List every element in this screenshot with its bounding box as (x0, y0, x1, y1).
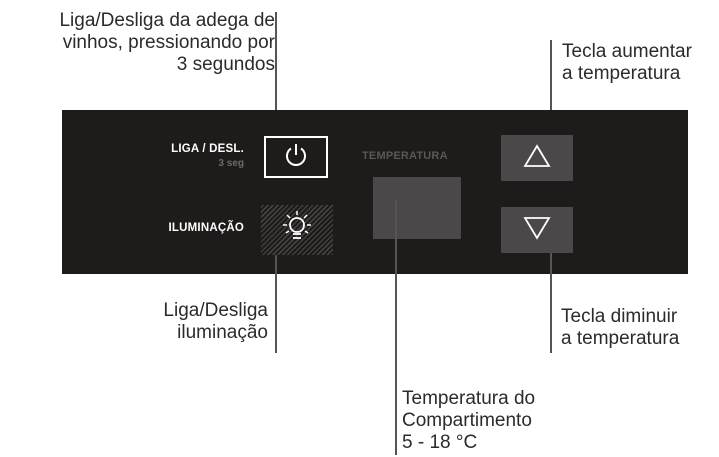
temperature-up-button[interactable] (501, 135, 573, 181)
light-leader-line (275, 255, 277, 353)
temperature-display (373, 177, 461, 239)
power-icon (281, 140, 311, 175)
light-callout-line1: Liga/Desliga (163, 300, 268, 321)
light-callout-line2: iluminação (177, 322, 268, 343)
triangle-up-icon (523, 143, 551, 173)
power-label: LIGA / DESL. (171, 143, 244, 155)
power-sublabel: 3 seg (218, 158, 244, 169)
light-button[interactable] (261, 205, 333, 255)
temperature-leader-line (395, 200, 397, 455)
temperature-callout-line2: Compartimento (402, 410, 532, 431)
temperature-callout: Temperatura do Compartimento 5 - 18 °C (402, 388, 535, 454)
power-leader-line (275, 12, 277, 136)
power-callout-line1: Liga/Desliga da adega de (59, 10, 275, 31)
decrease-callout-line2: a temperatura (561, 328, 680, 349)
temperature-label: TEMPERATURA (362, 150, 448, 162)
light-bulb-icon (275, 208, 319, 253)
temperature-callout-line3: 5 - 18 °C (402, 432, 478, 453)
power-callout: Liga/Desliga da adega de vinhos, pressio… (59, 10, 275, 76)
increase-callout: Tecla aumentar a temperatura (562, 41, 692, 85)
triangle-down-icon (523, 216, 551, 245)
light-label: ILUMINAÇÃO (168, 222, 244, 234)
decrease-callout: Tecla diminuir a temperatura (561, 306, 679, 350)
increase-leader-line (550, 40, 552, 135)
power-button[interactable] (264, 136, 328, 178)
temperature-down-button[interactable] (501, 207, 573, 253)
decrease-leader-line (550, 253, 552, 353)
decrease-callout-line1: Tecla diminuir (561, 306, 678, 327)
increase-callout-line1: Tecla aumentar (562, 41, 692, 62)
increase-callout-line2: a temperatura (562, 63, 681, 84)
power-callout-line2: vinhos, pressionando por (62, 32, 275, 53)
light-callout: Liga/Desliga iluminação (163, 300, 268, 344)
power-callout-line3: 3 segundos (176, 54, 275, 75)
temperature-callout-line1: Temperatura do (402, 388, 536, 409)
